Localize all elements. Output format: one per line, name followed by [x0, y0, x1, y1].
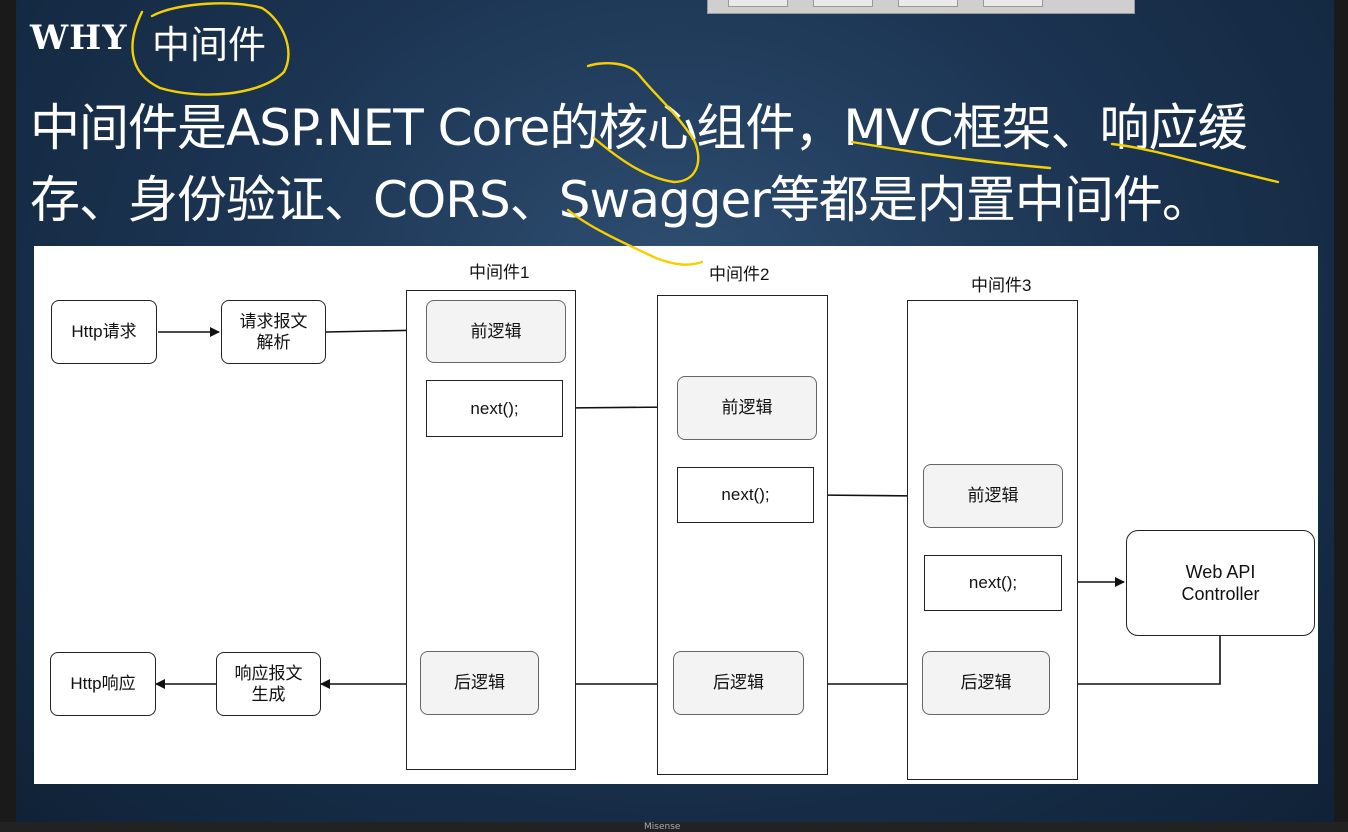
diagram-arrows — [155, 325, 1221, 689]
top-toolbar-strip — [707, 0, 1135, 14]
why-heading: 中间件 — [152, 23, 267, 67]
middleware-3-title: 中间件3 — [971, 276, 1032, 295]
http-request-node: Http请求 — [51, 300, 157, 364]
right-border — [1334, 0, 1348, 832]
web-api-controller-node: Web API Controller — [1126, 530, 1315, 636]
bottom-bar — [0, 822, 1348, 832]
middleware-1-post-logic: 后逻辑 — [420, 651, 539, 715]
middleware-3-post-logic: 后逻辑 — [922, 651, 1050, 715]
middleware-2-pre-logic: 前逻辑 — [677, 376, 817, 440]
middleware-3-pre-logic: 前逻辑 — [923, 464, 1063, 528]
middleware-1-title: 中间件1 — [469, 263, 530, 282]
arrow-controller-to-m3-post — [1049, 636, 1221, 689]
bottom-label: Misense — [644, 822, 681, 832]
middleware-diagram: Http请求 请求报文 解析 Http响应 响应报文 生成 中间件1 前逻辑 n… — [34, 246, 1318, 784]
http-response-node: Http响应 — [50, 652, 156, 716]
toolbar-tab[interactable] — [983, 0, 1043, 7]
middleware-1-next-call: next(); — [426, 380, 563, 437]
middleware-3-next-call: next(); — [924, 555, 1062, 611]
arrow-m2-next-to-m3 — [813, 490, 923, 501]
left-border — [0, 0, 16, 832]
response-gen-node: 响应报文 生成 — [216, 652, 321, 716]
why-label: WHY — [30, 18, 128, 58]
body-text-line-2: 存、身份验证、CORS、Swagger等都是内置中间件。 — [30, 171, 1212, 229]
body-text-line-1: 中间件是ASP.NET Core的核心组件，MVC框架、响应缓 — [30, 99, 1248, 157]
middleware-2-title: 中间件2 — [709, 265, 770, 284]
toolbar-tab[interactable] — [813, 0, 873, 7]
toolbar-tab[interactable] — [898, 0, 958, 7]
toolbar-tab[interactable] — [728, 0, 788, 7]
request-parse-node: 请求报文 解析 — [221, 300, 326, 364]
middleware-1-pre-logic: 前逻辑 — [426, 300, 566, 363]
middleware-2-post-logic: 后逻辑 — [673, 651, 804, 715]
middleware-2-next-call: next(); — [677, 467, 814, 523]
